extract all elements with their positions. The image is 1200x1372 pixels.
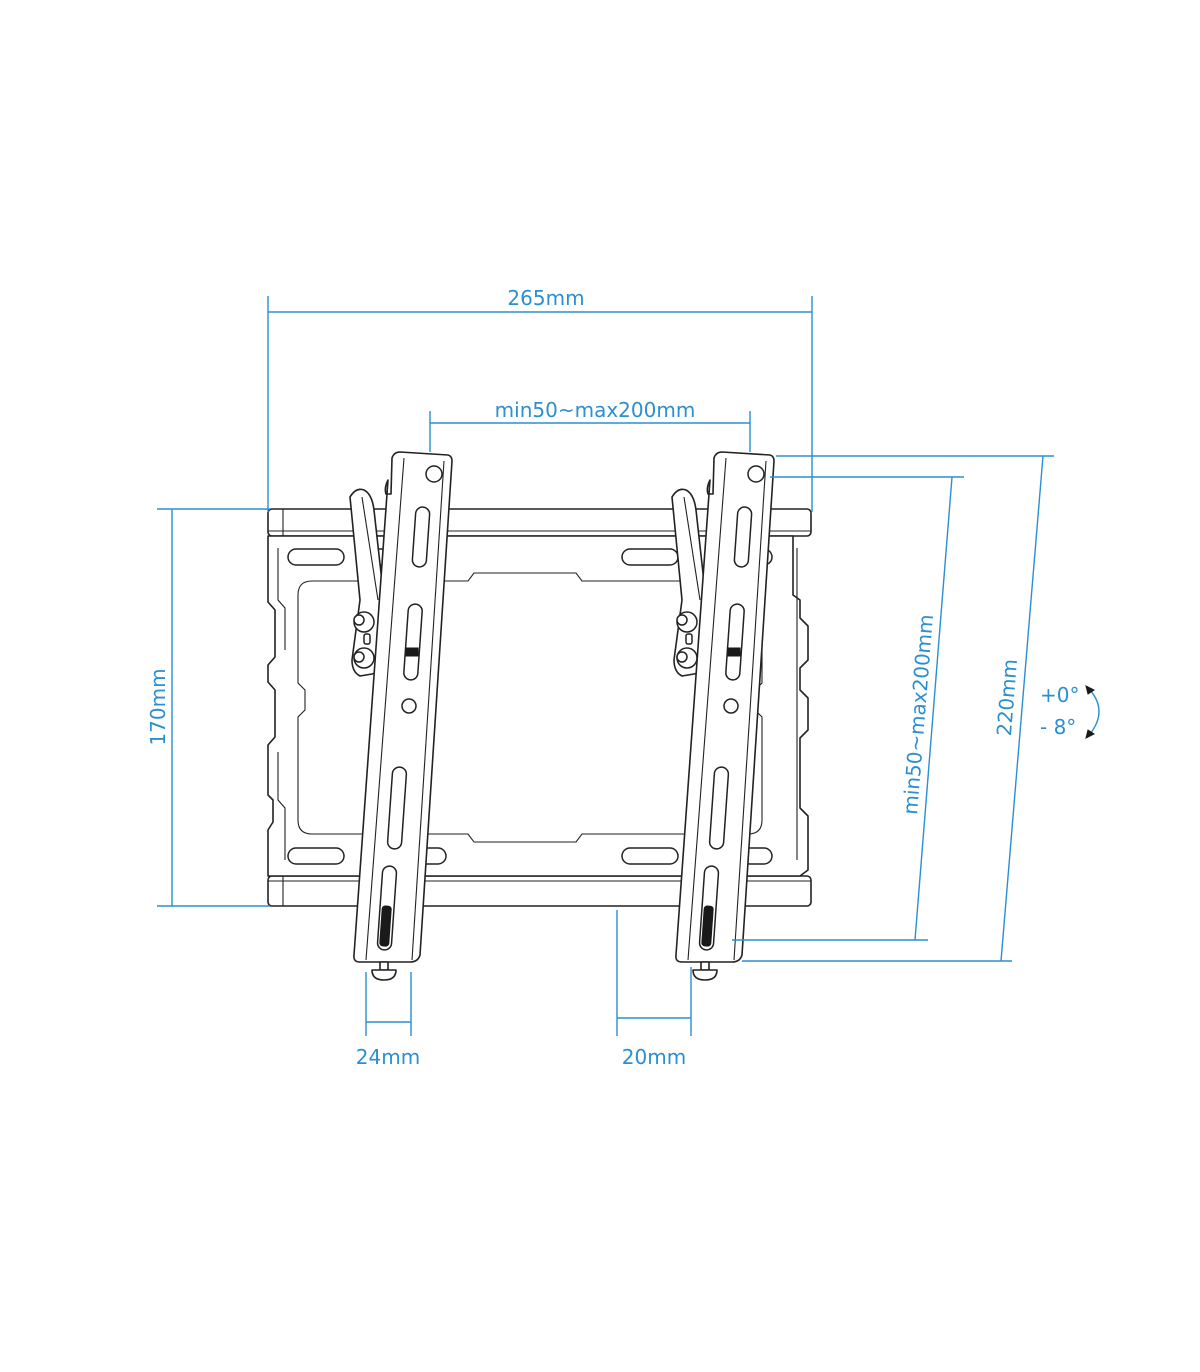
dimension-overall-width: 265mm <box>267 286 813 512</box>
right-tilt-arm <box>671 451 775 981</box>
left-bolt-lower <box>353 647 375 669</box>
tilt-max-label: +0° <box>1040 683 1079 707</box>
dimension-label-plate-height: 170mm <box>146 668 170 745</box>
right-adjust-screw <box>692 961 718 981</box>
dimension-label-vesa-horizontal: min50~max200mm <box>495 398 696 422</box>
right-bolt-upper <box>676 611 698 633</box>
left-adjust-screw <box>371 961 397 981</box>
dimension-label-wall-gap: 24mm <box>356 1045 420 1069</box>
dimension-plate-height: 170mm <box>146 508 270 907</box>
dimension-label-overall-width: 265mm <box>507 286 584 310</box>
dimension-label-vesa-vertical: min50~max200mm <box>898 613 938 815</box>
dimension-wall-gap: 24mm <box>356 972 420 1069</box>
right-bolt-lower <box>676 647 698 669</box>
left-bolt-upper <box>353 611 375 633</box>
left-tilt-arm <box>349 451 453 981</box>
tilt-min-label: - 8° <box>1040 715 1076 739</box>
dimension-label-arm-length: 220mm <box>992 658 1022 737</box>
dimension-label-bottom-offset: 20mm <box>622 1045 686 1069</box>
tilt-indicator: +0° - 8° <box>1040 683 1100 739</box>
tilt-arc-icon <box>1089 689 1100 735</box>
dimension-bottom-offset: 20mm <box>616 910 692 1069</box>
dimension-vesa-horizontal: min50~max200mm <box>429 398 751 452</box>
